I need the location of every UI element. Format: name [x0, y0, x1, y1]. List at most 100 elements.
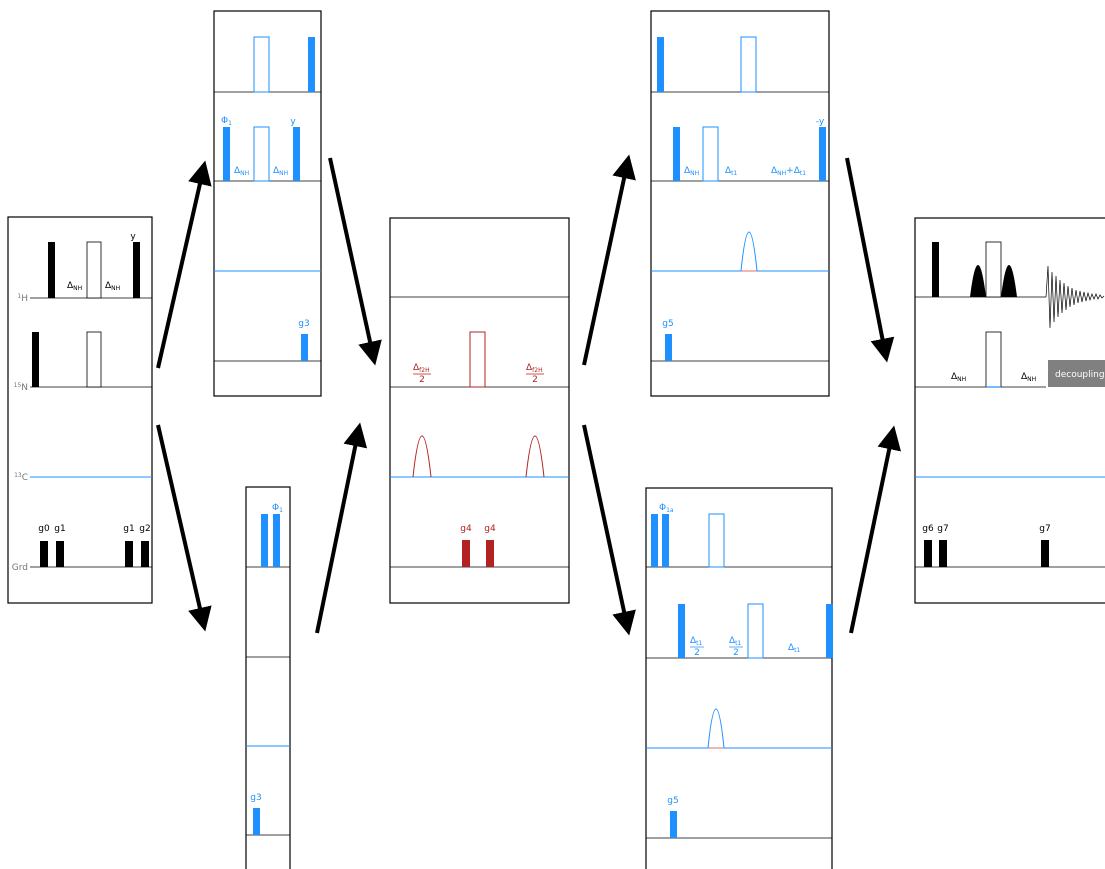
phase-phi1-label: Φ1 [221, 116, 232, 127]
delay-delta-nh-1: ΔNH [951, 372, 966, 383]
n15-90-pulse-minus-y [819, 127, 826, 181]
gradient-g2 [141, 541, 149, 567]
grd-channel-label: Grd [12, 563, 28, 573]
gradient-g3 [301, 334, 308, 361]
c13-shaped-pulse [707, 708, 725, 749]
h1-90-pulse-b [273, 514, 280, 567]
gradient-label-g4-a: g4 [460, 524, 472, 534]
n15-90-pulse [32, 332, 39, 387]
arrow-bottom-left-to-middle [315, 422, 368, 634]
panel-end: ΔNH ΔNH decoupling g6 g7 g7 [914, 217, 1105, 604]
delay-delta-nh-2: ΔNH [273, 166, 288, 177]
h1-selective-pulse-left [970, 265, 986, 297]
delay-delta-t1-half-2: Δt1 [729, 636, 742, 647]
flow-arrows [156, 154, 902, 636]
gradient-label-g2: g2 [139, 524, 150, 534]
panel-bottom-right: Φ1a Δt1 2 Δt1 2 Δt1 g5 [645, 487, 833, 869]
arrow-start-to-bottom-left [156, 424, 212, 632]
gradient-g5 [670, 811, 677, 838]
gradient-label-g5: g5 [662, 319, 673, 329]
phase-y-label: y [130, 232, 136, 242]
gradient-label-g7-a: g7 [937, 524, 948, 534]
c13-shaped-pulse [740, 231, 758, 272]
h1-90-pulse-b [662, 514, 669, 567]
h1-90-pulse-y [133, 242, 140, 298]
delay-delta-f2h-left: Δf2H [413, 363, 430, 374]
gradient-label-g1-a: g1 [54, 524, 65, 534]
n15-90-pulse [673, 127, 680, 181]
n15-channel-label: 15N [14, 382, 28, 393]
panel-start: 1H y ΔNH ΔNH 15N 13C Grd g0 g1 g1 g2 [7, 216, 153, 604]
h1-channel-label: 1H [17, 293, 28, 304]
h1-180-pulse [740, 36, 757, 93]
n15-180-pulse [469, 331, 486, 388]
gradient-g4-b [486, 540, 494, 567]
n15-90-pulse-right [826, 604, 833, 658]
fraction-denominator-1: 2 [694, 648, 700, 658]
n15-180-pulse [747, 603, 764, 659]
gradient-g0 [40, 541, 48, 567]
fid-signal [1045, 265, 1105, 329]
panel-top-right: -y ΔNH Δt1 ΔNH+Δt1 g5 [650, 10, 830, 397]
h1-180-pulse [253, 36, 270, 93]
n15-90-pulse-left [678, 604, 685, 658]
phase-phi1a-label: Φ1a [659, 503, 674, 514]
delay-delta-nh-plus-t1: ΔNH+Δt1 [771, 166, 806, 177]
gradient-g6 [924, 540, 932, 567]
gradient-label-g6: g6 [922, 524, 934, 534]
arrow-bottom-right-to-end [849, 425, 902, 634]
c13-shaped-pulse-left [412, 435, 432, 478]
phase-phi1-label: Φ1 [272, 503, 283, 514]
n15-180-pulse [702, 126, 719, 182]
decoupling-label: decoupling [1055, 370, 1105, 380]
n15-90-pulse-phi1 [223, 127, 230, 181]
delay-delta-nh-2: ΔNH [1021, 372, 1036, 383]
arrow-top-left-to-middle [328, 157, 382, 366]
fraction-denominator-right: 2 [532, 375, 538, 385]
h1-180-pulse [708, 513, 725, 568]
fraction-denominator-2: 2 [733, 648, 739, 658]
arrow-start-to-top-left [156, 160, 212, 369]
phase-y-label: y [290, 117, 296, 127]
gradient-g4-a [462, 540, 470, 567]
n15-180-pulse [253, 126, 270, 182]
fraction-denominator-left: 2 [419, 375, 425, 385]
delay-delta-t1: Δt1 [725, 166, 738, 177]
delay-delta-f2h-right: Δf2H [526, 363, 543, 374]
panel-bottom-left: Φ1 g3 [245, 486, 291, 869]
gradient-g7-a [939, 540, 947, 567]
h1-90-pulse-a [261, 514, 268, 567]
gradient-g3 [253, 808, 260, 835]
panel-middle: Δf2H 2 Δf2H 2 g4 g4 [389, 217, 570, 604]
arrow-middle-to-top-right [582, 154, 636, 366]
gradient-g7-b [1041, 540, 1049, 567]
n15-180-pulse [985, 331, 1002, 388]
delay-delta-nh-1: ΔNH [234, 166, 249, 177]
gradient-label-g3: g3 [298, 319, 309, 329]
arrow-top-right-to-end [845, 157, 895, 363]
h1-90-pulse [932, 242, 939, 297]
phase-minus-y-label: -y [816, 117, 825, 127]
gradient-label-g4-b: g4 [484, 524, 496, 534]
c13-shaped-pulse-right [525, 435, 545, 478]
panel-frame [7, 216, 153, 604]
panel-frame [650, 10, 830, 397]
delay-delta-nh-1: ΔNH [67, 281, 82, 292]
delay-delta-t1-half-1: Δt1 [690, 636, 703, 647]
delay-delta-nh-1: ΔNH [684, 166, 699, 177]
h1-90-pulse [308, 37, 315, 92]
panel-top-left: Φ1 y ΔNH ΔNH g3 [213, 10, 322, 397]
h1-180-pulse [86, 241, 102, 299]
h1-selective-pulse-right [1001, 265, 1017, 297]
arrow-middle-to-bottom-right [582, 424, 636, 636]
gradient-label-g3: g3 [250, 793, 261, 803]
delay-delta-t1: Δt1 [788, 643, 801, 654]
n15-90-pulse-y [293, 127, 300, 181]
h1-90-pulse [48, 242, 55, 298]
gradient-g1-a [56, 541, 64, 567]
h1-180-pulse [985, 241, 1002, 298]
h1-90-pulse-a [651, 514, 658, 567]
gradient-label-g5: g5 [667, 796, 678, 806]
panel-frame [389, 217, 570, 604]
